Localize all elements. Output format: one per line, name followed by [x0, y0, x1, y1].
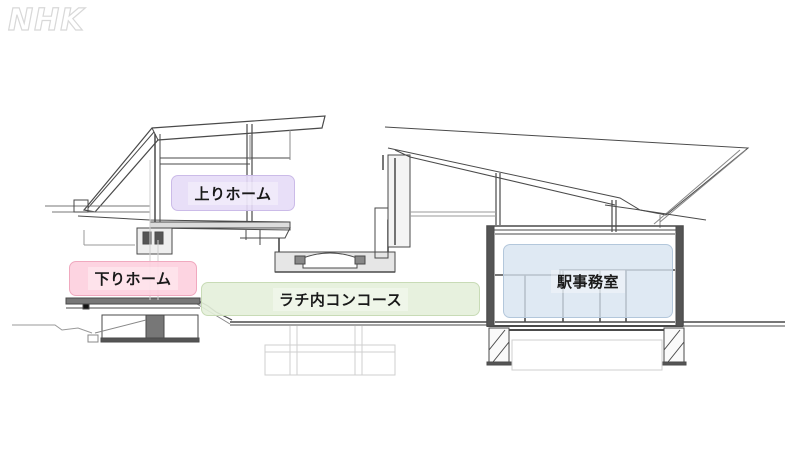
central-track-trench: [274, 209, 396, 273]
station-office-area: 駅事務室: [503, 244, 673, 318]
nhk-logo-icon: NHK: [7, 3, 85, 38]
concourse-label: ラチ内コンコース: [272, 287, 409, 311]
up-platform-label: 上りホーム: [188, 181, 278, 205]
up-platform-slab: [136, 221, 291, 255]
down-platform-label: 下りホーム: [88, 267, 178, 290]
up-platform-area: 上りホーム: [171, 175, 295, 211]
concourse-area: ラチ内コンコース: [201, 282, 480, 316]
right-canopy-roof: [384, 126, 750, 232]
down-platform-area: 下りホーム: [69, 261, 197, 296]
center-wall-structure: [374, 154, 411, 259]
station-office-label: 駅事務室: [550, 269, 625, 293]
left-canopy-roof: [45, 115, 326, 246]
